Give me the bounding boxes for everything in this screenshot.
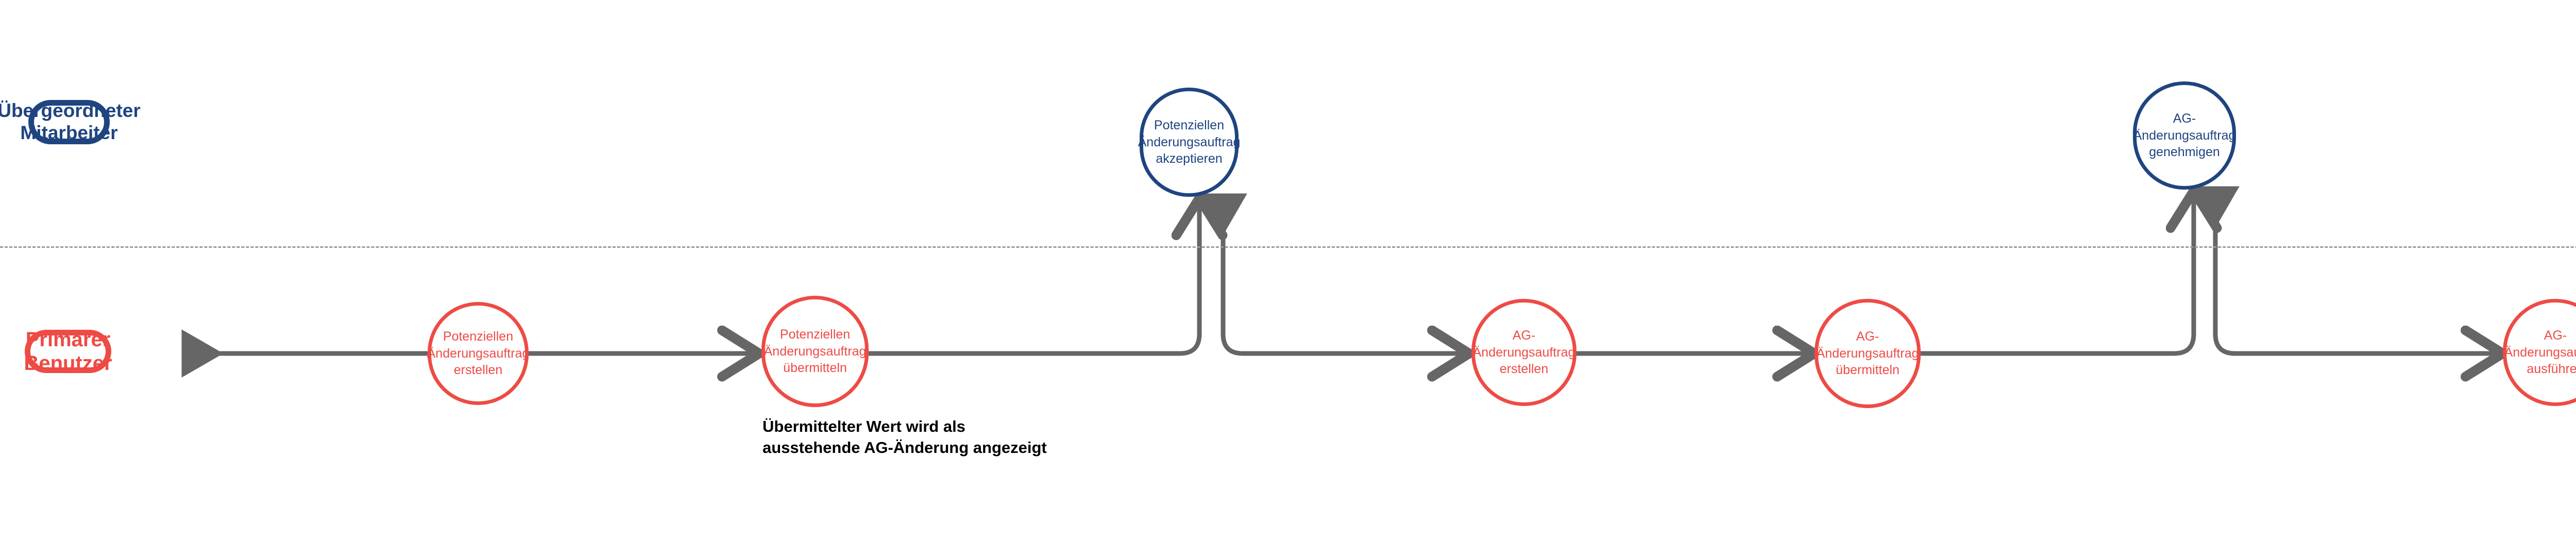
node-create-ag[interactable]: AG- Änderungsauftrag erstellen (1471, 299, 1577, 406)
edge-approve-to-execute-ag (2215, 189, 2505, 353)
lane-label-primary-user: Primärer Benutzer (24, 328, 112, 375)
node-accept-potential[interactable]: Potenziellen Änderungsauftrag akzeptiere… (1138, 88, 1240, 197)
node-submit-ag[interactable]: AG- Änderungsauftrag übermitteln (1815, 299, 1921, 408)
edge-submit-to-approve-ag (1873, 189, 2194, 353)
annotation-submitted-value: Übermittelter Wert wird als ausstehende … (762, 417, 1047, 457)
lane-label-supervisor: Übergeordneter Mitarbeiter (0, 100, 141, 144)
node-approve-ag[interactable]: AG- Änderungsauftrag genehmigen (2133, 81, 2236, 190)
lane-divider (0, 246, 2576, 248)
node-submit-potential[interactable]: Potenziellen Änderungsauftrag übermittel… (761, 296, 869, 407)
node-execute-ag[interactable]: AG- Änderungsauftrag ausführen (2503, 299, 2576, 406)
edge-accept-to-create-ag (1223, 196, 1471, 353)
node-create-potential[interactable]: Potenziellen Änderungsauftrag erstellen (427, 302, 529, 405)
